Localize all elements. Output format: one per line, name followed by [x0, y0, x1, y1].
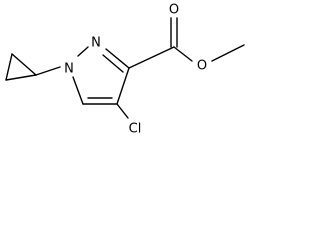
bond-c4-cl	[116, 103, 129, 119]
atom-n2-label: N	[91, 36, 101, 51]
bond-c5-n1	[72, 76, 84, 105]
bond-n2-c3-double-outer	[105, 48, 130, 69]
bond-cyclopropyl-a	[5, 53, 13, 81]
molecule-structure: N N O O Cl	[5, 3, 245, 137]
atom-o-ester-label: O	[197, 59, 207, 74]
bond-n2-c3-double-inner	[102, 54, 124, 73]
atom-o-carbonyl-label: O	[169, 3, 179, 18]
bond-cyclopropyl-n1	[35, 66, 61, 76]
bond-cyclopropyl-c	[11, 53, 37, 76]
bond-carbonyl-o-ester	[173, 46, 193, 62]
atom-cl-label: Cl	[129, 122, 142, 137]
bond-n1-n2	[77, 46, 89, 57]
bond-c3-c4	[116, 67, 130, 105]
bond-cyclopropyl-b	[5, 74, 37, 81]
atom-n1-label: N	[64, 62, 74, 77]
bond-c3-carbonyl	[128, 46, 175, 69]
bond-o-methyl	[211, 44, 245, 62]
